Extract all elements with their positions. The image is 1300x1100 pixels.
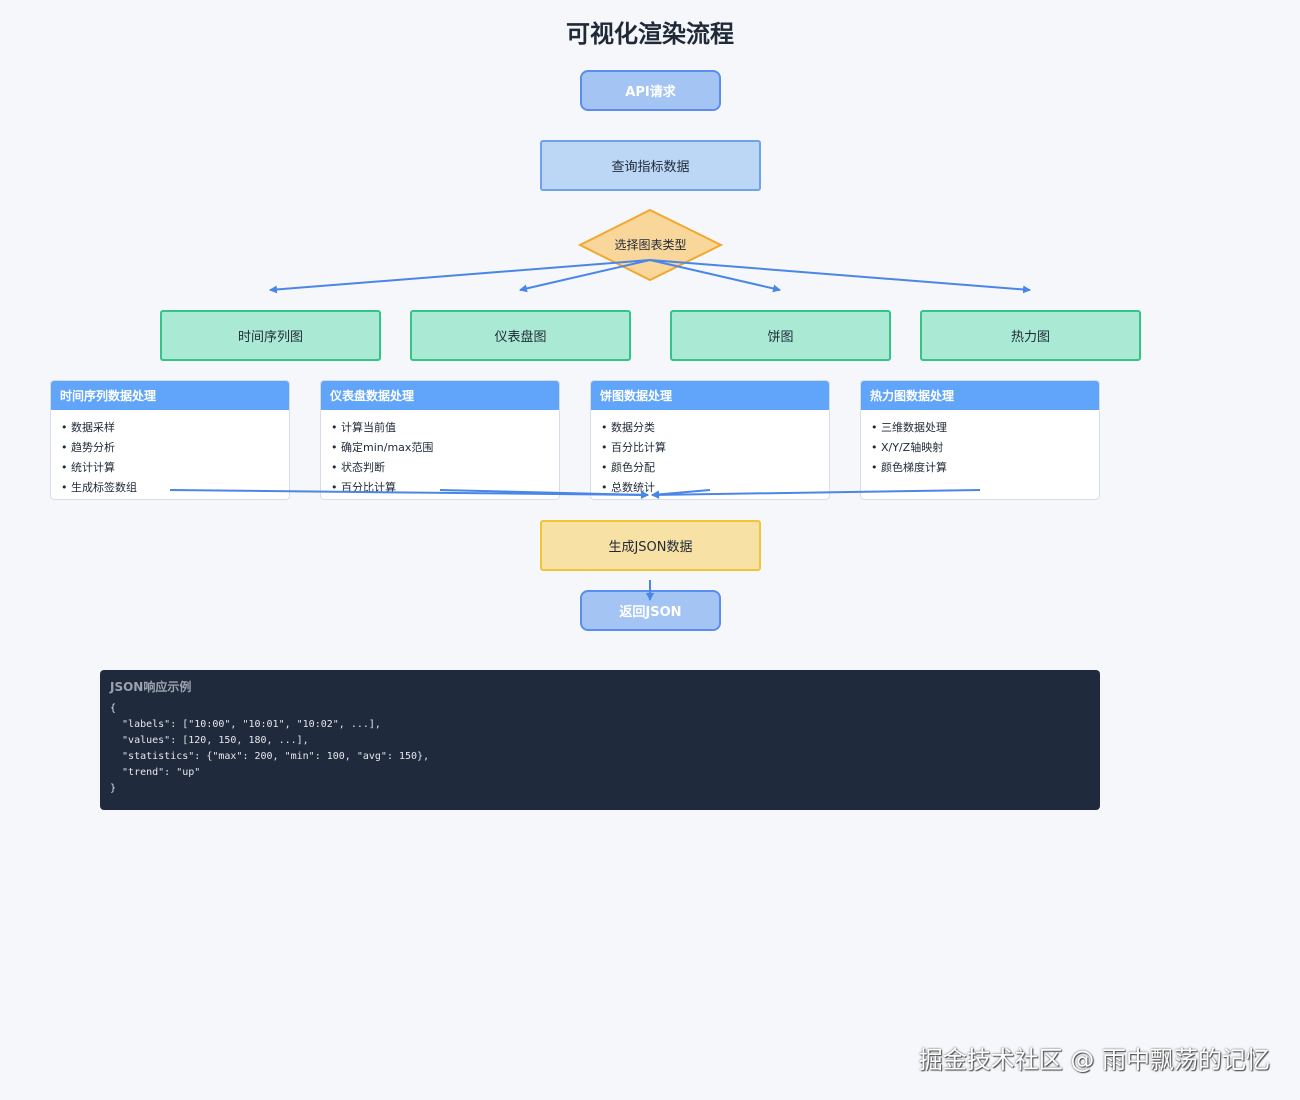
- merge-arrow-timeseries: [169, 489, 649, 499]
- arrow-to-pie: [649, 259, 781, 293]
- card-item: 总数统计: [601, 478, 829, 498]
- chart-type-pie: 饼图: [670, 310, 891, 361]
- card-item: 百分比计算: [331, 478, 559, 498]
- json-example-panel: JSON响应示例 { "labels": ["10:00", "10:01", …: [100, 670, 1100, 810]
- merge-arrow-heatmap: [651, 489, 981, 499]
- processing-card-pie: 饼图数据处理 数据分类 百分比计算 颜色分配 总数统计: [590, 380, 830, 500]
- select-chart-type-label: 选择图表类型: [614, 238, 687, 252]
- arrow-to-timeseries: [269, 259, 651, 294]
- card-item: 生成标签数组: [61, 478, 289, 498]
- card-title: 时间序列数据处理: [51, 381, 289, 410]
- card-item: 颜色梯度计算: [871, 458, 1099, 478]
- query-metrics-node: 查询指标数据: [540, 140, 761, 191]
- merge-arrows: [169, 489, 981, 499]
- card-items: 数据采样 趋势分析 统计计算 生成标签数组: [51, 410, 289, 498]
- card-items: 三维数据处理 X/Y/Z轴映射 颜色梯度计算: [861, 410, 1099, 478]
- card-item: 趋势分析: [61, 438, 289, 458]
- code-line: "trend": "up": [110, 767, 201, 778]
- card-item: 确定min/max范围: [331, 438, 559, 458]
- code-line: }: [110, 783, 117, 794]
- card-title: 热力图数据处理: [861, 381, 1099, 410]
- card-item: 数据采样: [61, 418, 289, 438]
- processing-card-timeseries: 时间序列数据处理 数据采样 趋势分析 统计计算 生成标签数组: [50, 380, 290, 500]
- branch-arrows: [269, 259, 1031, 294]
- card-items: 计算当前值 确定min/max范围 状态判断 百分比计算: [321, 410, 559, 498]
- generate-json-node: 生成JSON数据: [540, 520, 761, 571]
- card-item: X/Y/Z轴映射: [871, 438, 1099, 458]
- arrow-to-gauge: [519, 259, 651, 293]
- watermark: 掘金技术社区 @ 雨中飘荡的记忆: [918, 1046, 1270, 1074]
- processing-card-heatmap: 热力图数据处理 三维数据处理 X/Y/Z轴映射 颜色梯度计算: [860, 380, 1100, 500]
- card-item: 统计计算: [61, 458, 289, 478]
- code-line: "labels": ["10:00", "10:01", "10:02", ..…: [110, 719, 381, 730]
- card-item: 颜色分配: [601, 458, 829, 478]
- json-example-title: JSON响应示例: [110, 680, 192, 694]
- code-line: "statistics": {"max": 200, "min": 100, "…: [110, 751, 430, 762]
- merge-arrow-gauge: [439, 489, 649, 499]
- chart-type-timeseries: 时间序列图: [160, 310, 381, 361]
- diagram-title: 可视化渲染流程: [566, 20, 734, 48]
- card-items: 数据分类 百分比计算 颜色分配 总数统计: [591, 410, 829, 498]
- chart-type-heatmap: 热力图: [920, 310, 1141, 361]
- card-item: 百分比计算: [601, 438, 829, 458]
- card-item: 三维数据处理: [871, 418, 1099, 438]
- code-line: "values": [120, 150, 180, ...],: [110, 735, 309, 746]
- arrow-to-heatmap: [649, 259, 1031, 294]
- api-request-node: API请求: [580, 70, 721, 111]
- code-line: {: [110, 703, 117, 714]
- card-item: 数据分类: [601, 418, 829, 438]
- card-item: 状态判断: [331, 458, 559, 478]
- card-title: 饼图数据处理: [591, 381, 829, 410]
- processing-card-gauge: 仪表盘数据处理 计算当前值 确定min/max范围 状态判断 百分比计算: [320, 380, 560, 500]
- card-item: 计算当前值: [331, 418, 559, 438]
- chart-type-gauge: 仪表盘图: [410, 310, 631, 361]
- card-title: 仪表盘数据处理: [321, 381, 559, 410]
